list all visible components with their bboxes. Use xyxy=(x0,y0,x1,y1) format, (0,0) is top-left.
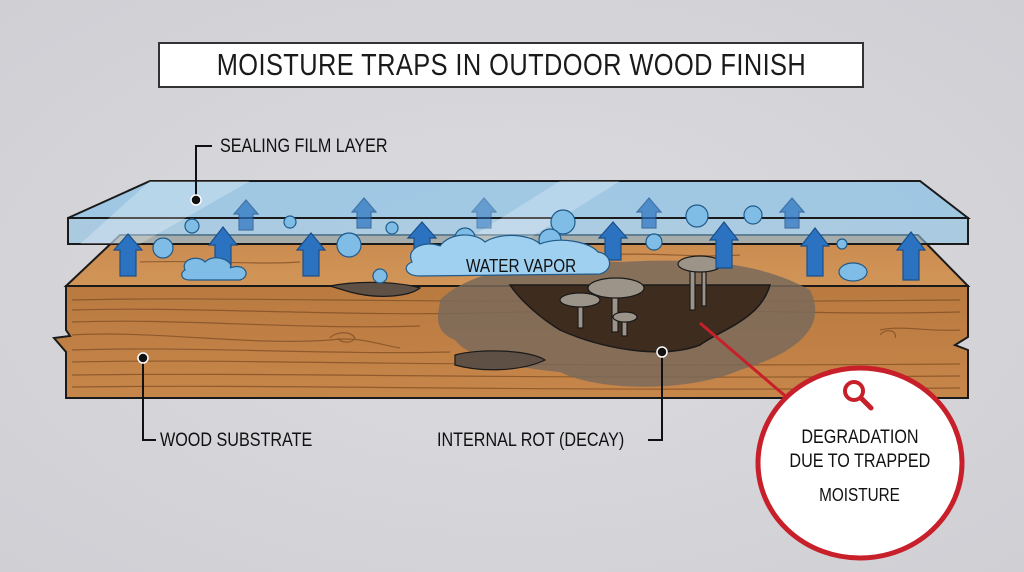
sealing-film-layer xyxy=(67,180,971,245)
film-pointer-dot xyxy=(190,194,202,206)
callout-line-2: DUE TO TRAPPED xyxy=(789,451,931,472)
label-internal-rot: INTERNAL ROT (DECAY) xyxy=(437,430,625,451)
callout-badge xyxy=(755,365,965,561)
label-sealing-film: SEALING FILM LAYER xyxy=(220,136,388,157)
title-box: MOISTURE TRAPS IN OUTDOOR WOOD FINISH xyxy=(158,42,864,88)
mushrooms xyxy=(559,255,723,337)
diagram-title: MOISTURE TRAPS IN OUTDOOR WOOD FINISH xyxy=(216,47,806,82)
water-droplets xyxy=(152,204,868,284)
callout-line-1: DEGRADATION xyxy=(801,427,919,448)
magnifier-icon xyxy=(843,380,874,411)
label-wood-substrate: WOOD SUBSTRATE xyxy=(160,430,313,451)
water-vapor-cloud xyxy=(405,234,611,277)
rot-pointer-dot xyxy=(656,346,668,358)
callout-pointer-line xyxy=(699,321,791,402)
callout-line-3: MOISTURE xyxy=(819,485,901,505)
wood-pointer-dot xyxy=(137,352,149,364)
label-water-vapor: WATER VAPOR xyxy=(466,256,577,276)
leader-lines xyxy=(142,145,663,441)
